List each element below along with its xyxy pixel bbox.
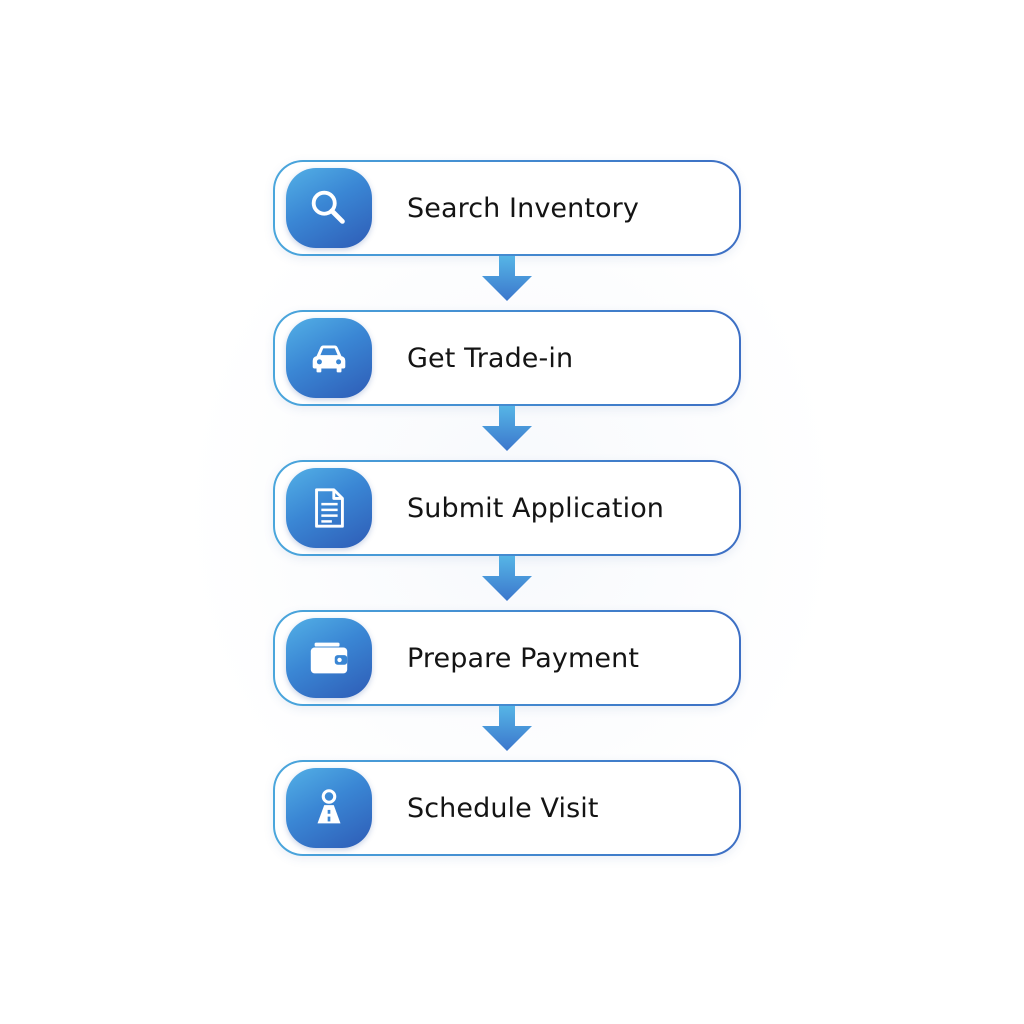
person-road-icon — [317, 789, 341, 824]
step-card: Get Trade-in — [275, 312, 739, 404]
step-card: Search Inventory — [275, 162, 739, 254]
wallet-icon — [310, 642, 348, 674]
step-submit-application: Submit Application — [273, 460, 741, 556]
icon-tile — [286, 318, 372, 398]
step-get-trade-in: Get Trade-in — [273, 310, 741, 406]
icon-tile — [286, 468, 372, 548]
step-card: Submit Application — [275, 462, 739, 554]
step-label: Get Trade-in — [407, 342, 574, 374]
document-icon — [315, 488, 344, 528]
step-card: Schedule Visit — [275, 762, 739, 854]
arrow-down-icon — [482, 706, 532, 751]
step-search-inventory: Search Inventory — [273, 160, 741, 256]
process-flow: Search Inventory — [273, 160, 741, 856]
connector-arrow — [273, 706, 741, 760]
step-prepare-payment: Prepare Payment — [273, 610, 741, 706]
arrow-down-icon — [482, 556, 532, 601]
connector-arrow — [273, 256, 741, 310]
step-label: Submit Application — [407, 492, 665, 524]
step-label: Prepare Payment — [407, 642, 640, 674]
connector-arrow — [273, 556, 741, 610]
arrow-down-icon — [482, 406, 532, 451]
icon-tile — [286, 168, 372, 248]
arrow-down-icon — [482, 256, 532, 301]
step-schedule-visit: Schedule Visit — [273, 760, 741, 856]
search-icon — [311, 190, 345, 224]
step-card: Prepare Payment — [275, 612, 739, 704]
car-icon — [312, 345, 346, 373]
step-label: Schedule Visit — [407, 792, 599, 824]
icon-tile — [286, 768, 372, 848]
icon-tile — [286, 618, 372, 698]
connector-arrow — [273, 406, 741, 460]
step-label: Search Inventory — [407, 192, 639, 224]
